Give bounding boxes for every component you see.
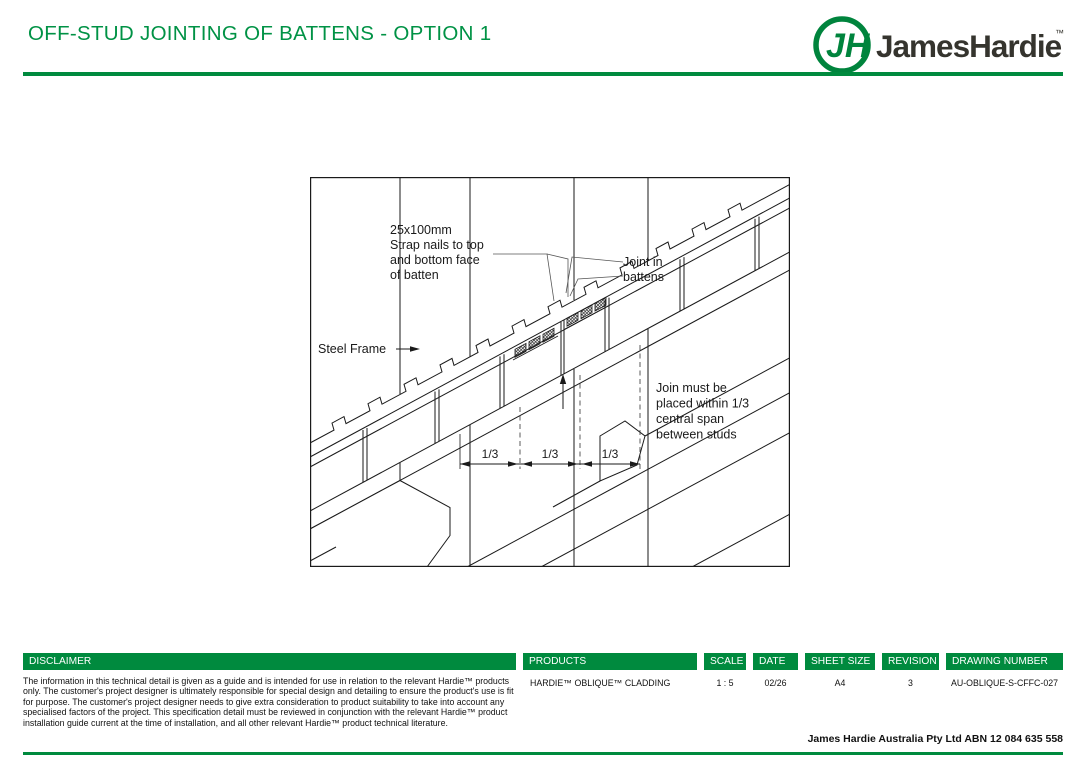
- strap-note-line: 25x100mm: [390, 223, 452, 237]
- leader-lines: [493, 253, 624, 302]
- logo-circle-icon: [813, 16, 871, 74]
- batten-splice-seams: [362, 216, 760, 483]
- steel-frame-label: Steel Frame: [318, 342, 386, 356]
- strap-note-leader-2: [546, 253, 569, 297]
- cladding-zigzag-edge: [309, 183, 791, 444]
- scale-header-bar: SCALE: [704, 653, 746, 670]
- footer-divider-rule: [23, 752, 1063, 755]
- company-abn-line: James Hardie Australia Pty Ltd ABN 12 08…: [807, 733, 1063, 745]
- joint-note-leader-2: [569, 275, 624, 297]
- header-divider-rule: [23, 72, 1063, 76]
- drawing-number-header-bar: DRAWING NUMBER: [946, 653, 1063, 670]
- third-dimension-label: 1/3: [602, 447, 619, 461]
- splice-seam: [499, 354, 505, 409]
- join-note-line: placed within 1/3: [656, 397, 749, 411]
- strap-plate: [594, 296, 607, 312]
- logo-trademark: ™: [1055, 28, 1064, 38]
- lower-diagonal-2: [540, 432, 791, 568]
- revision-value: 3: [908, 678, 913, 688]
- annotations: 25x100mm Strap nails to top and bottom f…: [318, 223, 749, 442]
- strap-plate: [528, 335, 541, 351]
- disclaimer-header-bar: DISCLAIMER: [23, 653, 516, 670]
- third-dimension-label: 1/3: [482, 447, 499, 461]
- strap-note-line: and bottom face: [390, 253, 480, 267]
- splice-seam: [679, 257, 685, 312]
- strap-nail-plates: [512, 296, 611, 361]
- strap-plate: [542, 327, 555, 343]
- thirds-dimension: 1/3 1/3 1/3: [459, 345, 641, 469]
- products-value: HARDIE™ OBLIQUE™ CLADDING: [530, 678, 671, 688]
- splice-seam: [362, 428, 368, 483]
- joint-note-line: Joint in: [623, 255, 663, 269]
- strap-note-line: Strap nails to top: [390, 238, 484, 252]
- third-dimension-label: 1/3: [542, 447, 559, 461]
- frame-lines: [399, 177, 649, 567]
- joint-note-line: battens: [623, 270, 664, 284]
- technical-drawing: 1/3 1/3 1/3 25x100mm Strap nails to top …: [309, 177, 791, 572]
- date-value: 02/26: [764, 678, 787, 688]
- revision-header-bar: REVISION: [882, 653, 939, 670]
- joint-position-arrow: [559, 374, 567, 409]
- sheet-size-value: A4: [834, 678, 846, 688]
- lower-diagonal-1: [466, 392, 791, 568]
- join-note-line: between studs: [656, 428, 737, 442]
- james-hardie-logo-graphic: JH JamesHardie ™: [813, 16, 1064, 74]
- strap-note-line: of batten: [390, 268, 439, 282]
- strap-plate: [566, 311, 579, 327]
- nogging-end: [309, 479, 451, 568]
- company-logo: JH JamesHardie ™: [806, 12, 1068, 81]
- batten-band: [309, 197, 791, 512]
- splice-seam: [754, 216, 760, 271]
- date-header-bar: DATE: [753, 653, 798, 670]
- steel-frame-pointer: [396, 346, 420, 352]
- batten-bottom-edge: [309, 251, 791, 512]
- strap-plate: [580, 304, 593, 320]
- splice-seam: [604, 297, 610, 352]
- batten-joint: [560, 320, 565, 375]
- scale-value: 1 : 5: [716, 678, 734, 688]
- lower-batten-cut-end: [552, 357, 791, 508]
- drawing-number-value: AU-OBLIQUE-S-CFFC-027: [950, 678, 1059, 688]
- sheet-size-header-bar: SHEET SIZE: [805, 653, 875, 670]
- drawing-canvas: 1/3 1/3 1/3 25x100mm Strap nails to top …: [309, 177, 791, 568]
- page-title: OFF-STUD JOINTING OF BATTENS - OPTION 1: [28, 22, 492, 45]
- products-header-bar: PRODUCTS: [523, 653, 697, 670]
- joint-note-leader: [565, 256, 624, 294]
- lower-diagonal-3: [691, 513, 791, 568]
- drawing-border: [310, 177, 790, 567]
- splice-seam: [434, 389, 440, 444]
- join-note-line: Join must be: [656, 381, 727, 395]
- join-note-line: central span: [656, 412, 724, 426]
- strap-note-leader: [493, 253, 555, 302]
- batten-top-back-edge: [309, 197, 791, 458]
- logo-wordmark: JamesHardie: [876, 28, 1062, 64]
- disclaimer-text: The information in this technical detail…: [23, 676, 514, 728]
- strap-plate: [514, 342, 527, 358]
- logo-monogram: JH: [826, 27, 871, 65]
